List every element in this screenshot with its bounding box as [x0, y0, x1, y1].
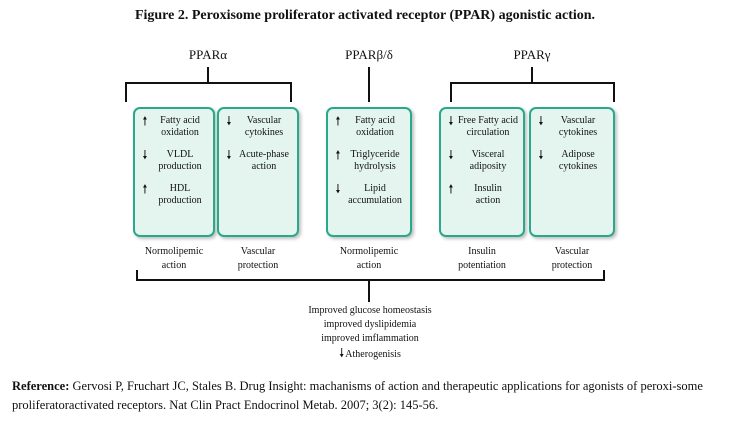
arrow-up-icon: 🠕: [448, 182, 454, 196]
arrow-down-icon: 🠗: [226, 148, 232, 162]
arrow-down-icon: 🠗: [335, 182, 341, 196]
arrow-down-icon: 🠗: [226, 114, 232, 128]
arrow-up-icon: 🠕: [142, 182, 148, 196]
figure-title: Figure 2. Peroxisome proliferator activa…: [134, 8, 596, 23]
arrow-down-icon: 🠗: [448, 114, 454, 128]
bottom-bracket: [136, 270, 605, 281]
group-label-ppar-beta-delta: PPARβ/δ: [345, 47, 393, 62]
reference-citation: Reference: Gervosi P, Fruchart JC, Stale…: [12, 377, 722, 415]
overall-outcomes: Improved glucose homeostasis improved dy…: [260, 304, 480, 362]
group-label-ppar-alpha: PPARα: [188, 47, 228, 62]
outcome-line: improved imflammation: [321, 333, 419, 344]
arrow-up-icon: 🠕: [142, 114, 148, 128]
arrow-up-icon: 🠕: [335, 114, 341, 128]
arrow-down-icon: 🠗: [538, 114, 544, 128]
outcome-line: Improved glucose homeostasis: [308, 305, 432, 316]
arrow-down-icon: 🠗: [538, 148, 544, 162]
arrow-down-icon: 🠗: [448, 148, 454, 162]
reference-label: Reference:: [12, 379, 70, 393]
outcome-line: 🠗Atherogenisis: [339, 346, 401, 360]
arrow-down-icon: 🠗: [142, 148, 148, 162]
group-label-ppar-gamma: PPARγ: [513, 47, 551, 62]
arrow-down-icon: 🠗: [339, 346, 345, 360]
arrow-up-icon: 🠕: [335, 148, 341, 162]
reference-text: Gervosi P, Fruchart JC, Stales B. Drug I…: [12, 379, 703, 412]
outcome-line: improved dyslipidemia: [323, 319, 417, 330]
bracket-ppar-gamma: [450, 82, 615, 102]
bracket-ppar-alpha: [125, 82, 292, 102]
